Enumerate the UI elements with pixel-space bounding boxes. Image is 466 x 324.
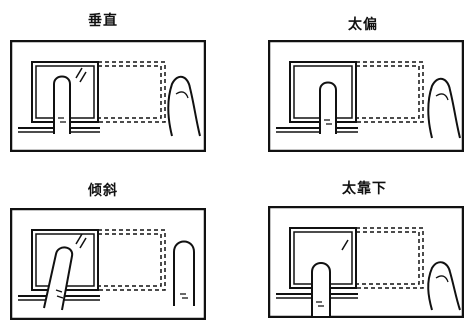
panel-title-vertical: 垂直	[88, 13, 118, 29]
panel-vertical	[10, 40, 206, 152]
finger-icon	[43, 246, 74, 311]
panel-too-low-illustration	[268, 206, 464, 318]
finger-icon	[319, 81, 337, 134]
panel-title-tilted: 倾斜	[88, 183, 118, 199]
panel-tilted	[10, 208, 206, 320]
side-finger-icon	[427, 261, 461, 311]
panel-offset	[268, 40, 464, 152]
panel-vertical-illustration	[10, 40, 206, 152]
finger-icon	[53, 75, 71, 134]
panel-title-offset: 太偏	[348, 17, 378, 33]
panel-too-low	[268, 206, 464, 318]
panel-tilted-illustration	[10, 208, 206, 320]
panel-offset-illustration	[268, 40, 464, 152]
side-finger-icon	[427, 77, 461, 139]
side-finger-icon	[173, 240, 195, 306]
panel-title-too-low: 太靠下	[342, 181, 387, 197]
side-finger-icon	[167, 75, 201, 137]
finger-icon	[311, 262, 331, 316]
